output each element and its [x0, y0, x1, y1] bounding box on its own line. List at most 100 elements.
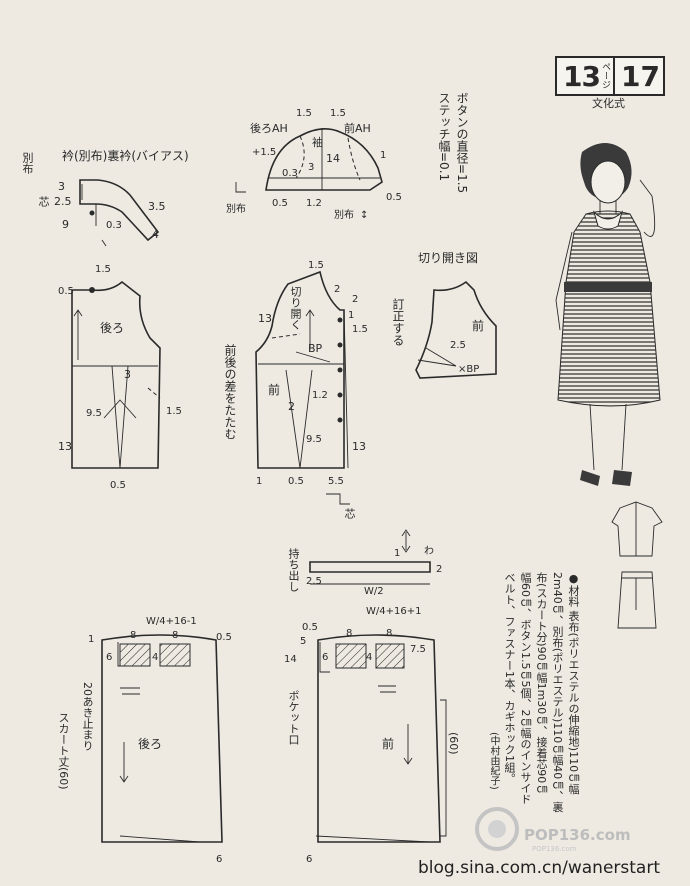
bodice-front-dim-2: 2	[352, 294, 358, 305]
cut-diagram-front: 前	[472, 318, 484, 333]
blog-url: blog.sina.com.cn/wanerstart	[418, 858, 660, 878]
bodice-front-dim-1-5: 1.5	[308, 260, 324, 271]
bodice-back-pattern: 後ろ 1.5 0.5 3 9.5 1.5 13 0.5	[58, 264, 182, 491]
materials-line-2: 2m40㎝、別布(ポリエステル)110㎝幅40㎝、裏	[551, 572, 564, 813]
skirt-front-dim-4: 4	[366, 652, 372, 663]
bodice-back-dim-9-5: 9.5	[86, 408, 102, 419]
sleeve-dim-i: 0.5	[386, 192, 402, 203]
skirt-back-opening: 20あき止まり	[81, 682, 94, 751]
sleeve-dim-d: 0.3	[282, 168, 298, 179]
skirt-front-dim-6b: 6	[306, 854, 312, 865]
sleeve-side-label: 別布	[226, 203, 246, 215]
flat-sketches	[611, 501, 663, 629]
belt-grip: 持ち出し	[287, 548, 300, 592]
skirt-front-pocket: ポケット口	[287, 690, 300, 745]
bodice-front-bp: BP	[308, 342, 323, 355]
bodice-back-dim-1-5b: 1.5	[166, 406, 182, 417]
collar-side-label: 別布	[21, 152, 34, 174]
belt-dim-2: 2	[436, 564, 442, 575]
bodice-front-difference-note: 前後の差をたたむ	[223, 344, 237, 440]
sleeve-dim-h: 1.2	[306, 198, 322, 209]
sleeve-dim-e: 3	[308, 162, 314, 173]
skirt-front-dim-14: 14	[284, 654, 297, 665]
skirt-front-dim-8b: 8	[386, 628, 392, 639]
watermark-subtext: POP136.com	[532, 845, 577, 853]
pop136-logo-icon	[475, 807, 519, 851]
sleeve-back-ah: 後ろAH	[250, 121, 288, 135]
drafting-system: 文化式	[592, 97, 625, 110]
skirt-front-dim-0-5: 0.5	[302, 622, 318, 633]
front-buttons	[337, 317, 343, 423]
collar-title: 衿(別布)裏衿(バイアス)	[62, 148, 189, 163]
skirt-front-dim-5: 5	[300, 636, 306, 647]
model-illustration	[555, 143, 661, 486]
skirt-back-dim-6b: 6	[216, 854, 222, 865]
button-note: ボタンの直径=1.5 ステッチ幅=0.1	[436, 92, 470, 222]
bodice-back-dim-1-5: 1.5	[95, 264, 111, 275]
cut-diagram-bp: ×BP	[458, 364, 479, 375]
skirt-front-length: (60)	[447, 732, 460, 755]
collar-dim-0-3: 0.3	[106, 220, 122, 231]
materials-block: ●材料 表布(ポリエステルの伸縮地)110㎝幅 2m40㎝、別布(ポリエステル)…	[474, 572, 584, 812]
sleeve-front-ah: 前AH	[344, 121, 371, 135]
skirt-back-pattern: 後ろ W/4+16-1 1 8 8 0.5 6 4 6	[88, 616, 232, 865]
skirt-back-dim-8: 8	[130, 630, 136, 641]
materials-author: (中村由紀子)	[488, 732, 499, 790]
bodice-front-cut-open: 切り開く	[289, 286, 302, 330]
bodice-front-label: 前	[268, 382, 280, 397]
bodice-back-dim-13: 13	[58, 440, 72, 453]
skirt-back-label: 後ろ	[138, 737, 162, 751]
skirt-front-label: 前	[382, 736, 394, 751]
bodice-front-dim-13b: 13	[352, 440, 366, 453]
page-number: 13	[563, 60, 601, 93]
sleeve-name: 袖	[312, 135, 323, 149]
skirt-back-dim-8b: 8	[172, 630, 178, 641]
skirt-back-length: スカート丈(60)	[57, 712, 70, 790]
belt-dim-2-5: 2.5	[306, 576, 322, 587]
bodice-back-dim-0-5: 0.5	[58, 286, 74, 297]
bodice-back-dim-3: 3	[124, 368, 131, 381]
bodice-front-dim-0-5: 0.5	[288, 476, 304, 487]
cut-diagram: 切り開き図 前 2.5 ×BP	[415, 251, 497, 379]
materials-line-4: 幅60㎝、ボタン1.5㎝5個、2㎝幅のインサイド	[519, 572, 532, 805]
skirt-back-dim-0-5: 0.5	[216, 632, 232, 643]
skirt-back-dim-1: 1	[88, 634, 94, 645]
collar-interfacing: 芯	[37, 196, 50, 207]
page-badge: 13 ページ 17	[555, 56, 665, 96]
bodice-front-interfacing: 芯	[343, 508, 356, 519]
sleeve-dim-14: 14	[326, 152, 340, 165]
collar-dim-4: 4	[152, 228, 159, 241]
page-suffix: ページ	[600, 62, 610, 89]
design-number: 17	[621, 60, 660, 93]
bodice-front-dim-1-2: 1.2	[312, 390, 328, 401]
cut-diagram-dim-2-5: 2.5	[450, 340, 466, 351]
button-note-line-1: ボタンの直径=1.5	[455, 92, 469, 194]
bodice-front-dim-5-5: 5.5	[328, 476, 344, 487]
cut-diagram-correct: 訂正する	[391, 298, 405, 346]
skirt-front-dim-8: 8	[346, 628, 352, 639]
sleeve-dim-f: 1	[380, 150, 386, 161]
materials-line-3: 布(スカート分)90㎝幅1m30㎝、接着芯90㎝	[535, 572, 548, 795]
skirt-back-dim-4: 4	[152, 652, 158, 663]
skirt-front-pattern: 前 W/4+16+1 0.5 8 8 5 14 6 4 7.5 6	[284, 606, 447, 865]
skirt-front-dim-7-5: 7.5	[410, 644, 426, 655]
sleeve-dim-c: +1.5	[252, 147, 276, 158]
bodice-front-dim-2c: 2	[334, 284, 340, 295]
bodice-back-label: 後ろ	[100, 321, 124, 335]
sleeve-pattern: 後ろAH 前AH 1.5 1.5 +1.5 0.3 3 14 1 0.5 1.2…	[226, 108, 402, 221]
bodice-front-pattern: 前 BP 1.5 2 13 1.5 1.2 2 9.5 13 1 0.5 5.5…	[255, 260, 368, 505]
badge-divider	[613, 58, 615, 94]
skirt-back-waist: W/4+16-1	[146, 616, 197, 627]
collar-dim-3-5: 3.5	[148, 200, 166, 213]
skirt-back-dim-6: 6	[106, 652, 112, 663]
skirt-front-dim-6: 6	[322, 652, 328, 663]
materials-line-1: ●材料 表布(ポリエステルの伸縮地)110㎝幅	[567, 572, 580, 795]
belt-dim-w2: W/2	[364, 586, 384, 597]
collar-dim-2-5: 2.5	[54, 195, 72, 208]
button-note-line-2: ステッチ幅=0.1	[437, 92, 451, 182]
bodice-front-dim-9-5: 9.5	[306, 434, 322, 445]
collar-dim-9: 9	[62, 218, 69, 231]
belt-pattern: わ 2.5 W/2 2 1	[306, 529, 442, 597]
belt-dim-1: 1	[394, 548, 400, 559]
